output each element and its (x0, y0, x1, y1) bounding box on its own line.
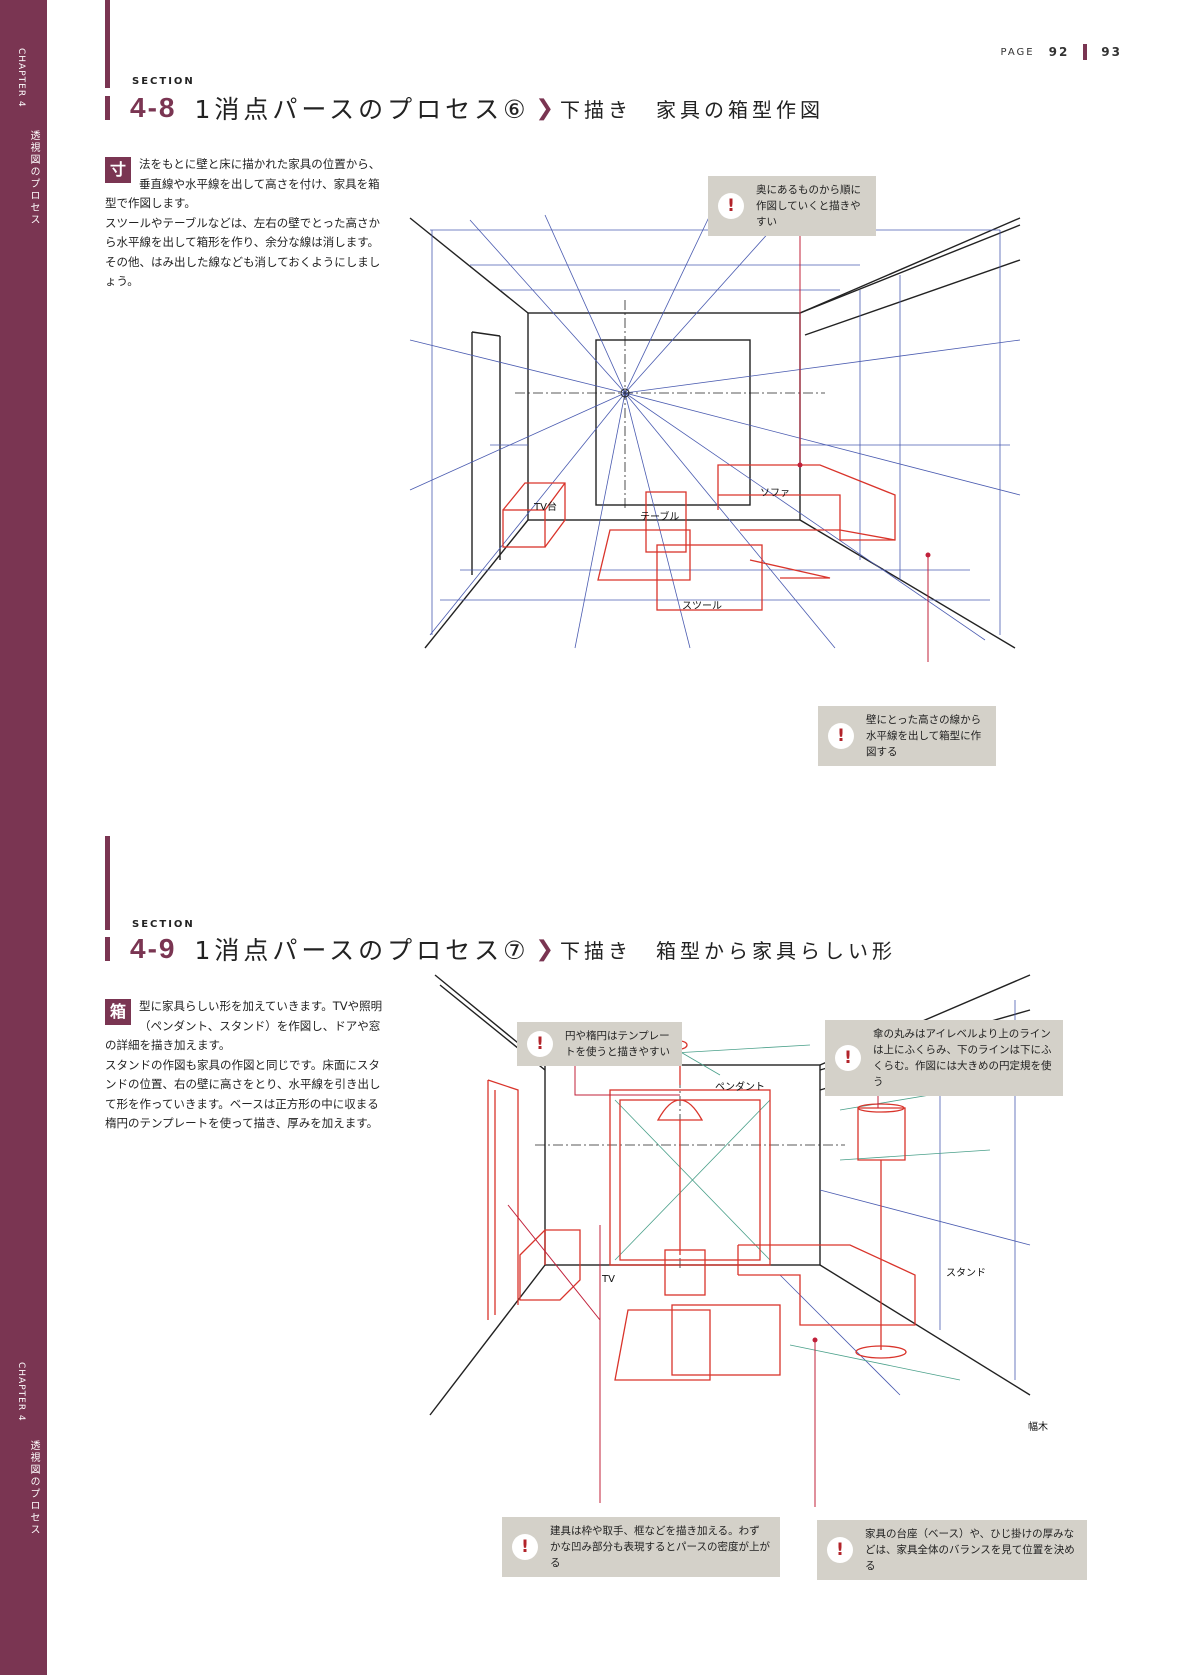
body-paragraph: 法をもとに壁と床に描かれた家具の位置から、垂直線や水平線を出して高さを付け、家具… (105, 157, 381, 288)
section-label: SECTION (132, 919, 195, 930)
page-label: PAGE (1000, 46, 1035, 58)
exclamation-icon: ! (718, 193, 744, 219)
drop-cap: 箱 (105, 999, 131, 1025)
note-callout: !家具の台座（ベース）や、ひじ掛けの厚みなどは、家具全体のバランスを見て位置を決… (817, 1520, 1087, 1580)
section-title: 4-8 1消点パースのプロセス⑥ ❯ 下描き 家具の箱型作図 (105, 90, 824, 126)
drop-cap: 寸 (105, 157, 131, 183)
label-baseboard: 幅木 (1028, 1422, 1048, 1433)
chapter-title: 透視図のプロセス (28, 130, 39, 226)
body-text: 寸 法をもとに壁と床に描かれた家具の位置から、垂直線や水平線を出して高さを付け、… (105, 155, 390, 292)
chevron-right-icon: ❯ (535, 95, 558, 121)
subtitle-text: 下描き 箱型から家具らしい形 (559, 938, 896, 963)
section-label: SECTION (132, 76, 195, 87)
note-callout: !壁にとった高さの線から水平線を出して箱型に作図する (818, 706, 996, 766)
exclamation-icon: ! (828, 723, 854, 749)
note-callout: !傘の丸みはアイレベルより上のラインは上にふくらみ、下のラインは下にふくらむ。作… (825, 1020, 1063, 1096)
section-number: 4-8 (130, 92, 177, 123)
label-tv: TV (602, 1274, 615, 1285)
label-stand: スタンド (946, 1268, 986, 1279)
note-callout: !建具は枠や取手、框などを描き加える。わずかな凹み部分も表現するとパースの密度が… (502, 1517, 780, 1577)
exclamation-icon: ! (835, 1045, 861, 1071)
chapter-label: CHAPTER 4 (16, 48, 26, 108)
label-table: テーブル (640, 512, 680, 523)
body-paragraph: 型に家具らしい形を加えていきます。TVや照明（ペンダント、スタンド）を作図し、ド… (105, 999, 383, 1130)
subtitle-text: 下描き 家具の箱型作図 (559, 97, 824, 122)
label-pendant: ペンダント (715, 1082, 765, 1093)
section-number: 4-9 (130, 933, 177, 964)
title-text: 1消点パースのプロセス⑥ (194, 95, 530, 124)
label-stool: スツール (682, 601, 722, 612)
label-sofa: ソファ (760, 488, 790, 499)
chapter-title-bottom: 透視図のプロセス (28, 1440, 39, 1536)
chevron-right-icon: ❯ (535, 936, 558, 962)
exclamation-icon: ! (827, 1537, 853, 1563)
page-divider (1083, 44, 1088, 60)
exclamation-icon: ! (527, 1031, 553, 1057)
body-text: 箱 型に家具らしい形を加えていきます。TVや照明（ペンダント、スタンド）を作図し… (105, 997, 390, 1134)
page-right: 93 (1101, 45, 1122, 59)
page-numbers: PAGE 92 93 (1000, 44, 1122, 60)
section-bar (105, 0, 110, 88)
section-bar (105, 836, 110, 930)
section-title: 4-9 1消点パースのプロセス⑦ ❯ 下描き 箱型から家具らしい形 (105, 931, 896, 967)
diagram-4-8 (409, 205, 1021, 662)
note-callout: !円や楕円はテンプレートを使うと描きやすい (517, 1022, 682, 1066)
title-text: 1消点パースのプロセス⑦ (194, 936, 530, 965)
chapter-label-bottom: CHAPTER 4 (16, 1362, 26, 1422)
label-tv-stand: TV台 (534, 502, 557, 513)
exclamation-icon: ! (512, 1534, 538, 1560)
note-callout: !奥にあるものから順に作図していくと描きやすい (708, 176, 876, 236)
page-left: 92 (1048, 45, 1070, 59)
chapter-sidebar: CHAPTER 4 透視図のプロセス CHAPTER 4 透視図のプロセス (0, 0, 47, 1675)
